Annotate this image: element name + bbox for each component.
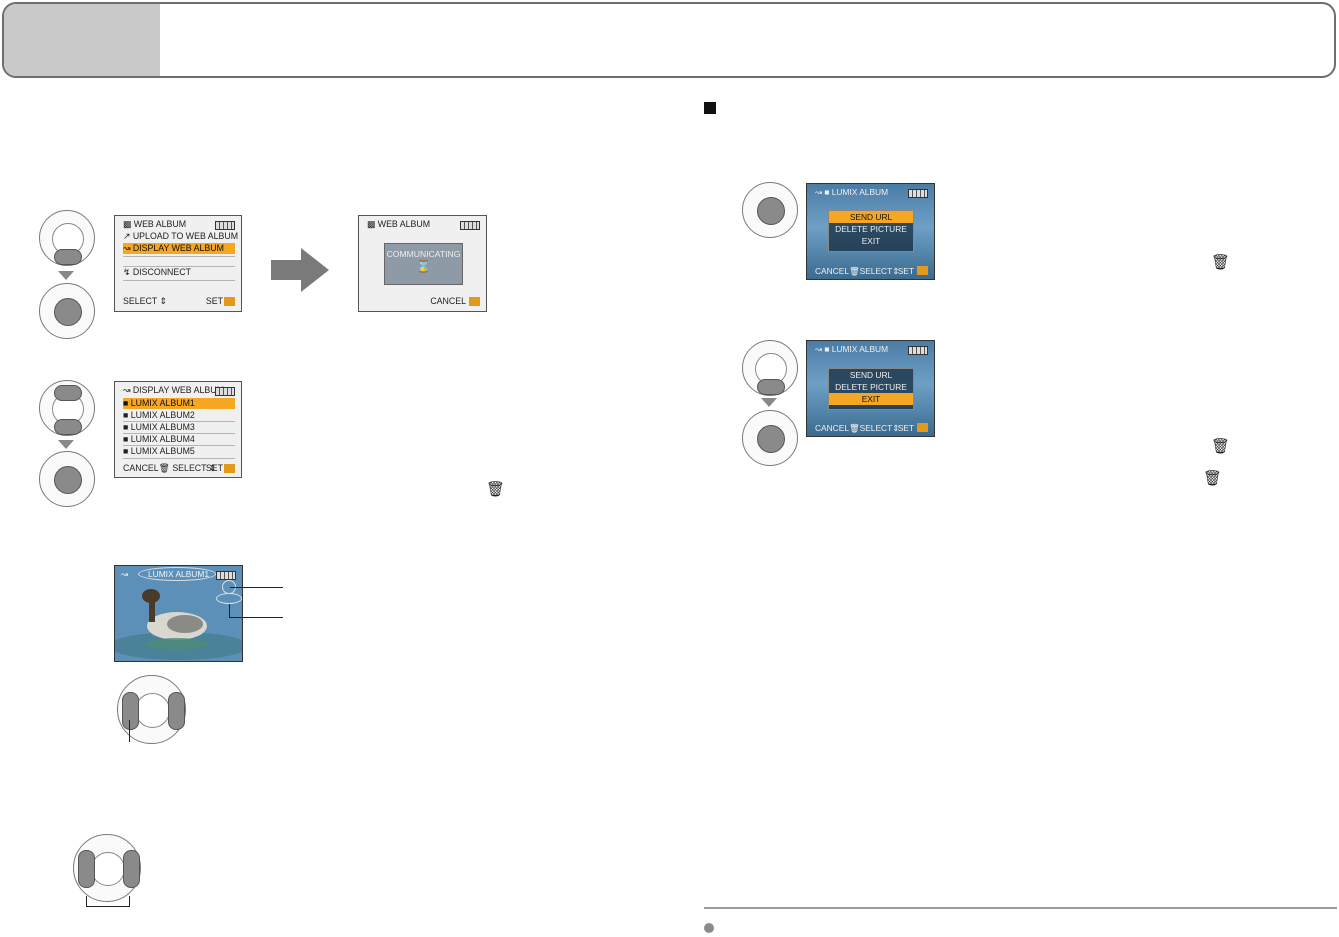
trash-icon: 🗑	[158, 463, 170, 473]
menu-item-delete: DELETE PICTURE	[835, 224, 907, 234]
menu-item-disconnect: ↯ DISCONNECT	[123, 267, 191, 277]
trash-icon: 🗑	[1211, 254, 1231, 271]
disconnect-icon: ↯	[123, 267, 131, 277]
header-tab	[4, 4, 160, 76]
lcd-title: ↝ ■ LUMIX ALBUM	[815, 187, 889, 197]
menu-set-icon	[224, 297, 235, 306]
updown-icon: ⇕	[159, 296, 167, 306]
battery-icon	[460, 221, 480, 230]
lock-icon: ■	[824, 187, 830, 197]
menu-item-send-url: SEND URL	[849, 370, 893, 380]
lcd-album-list: ↝ DISPLAY WEB ALBUM ■ LUMIX ALBUM1 ■ LUM…	[114, 381, 242, 478]
trash-icon: 🗑	[848, 423, 860, 433]
control-dial-set	[39, 283, 95, 339]
battery-icon	[908, 189, 928, 198]
control-dial-up-down	[742, 340, 798, 396]
menu-item-delete: DELETE PICTURE	[835, 382, 907, 392]
trash-icon: 🗑	[1203, 470, 1223, 487]
arrow-down-icon	[58, 271, 74, 280]
lock-icon: ■	[123, 446, 129, 456]
lcd-title: ↝ DISPLAY WEB ALBUM	[123, 385, 224, 395]
lcd-album-menu-send: ↝ ■ LUMIX ALBUM SEND URL DELETE PICTURE …	[806, 183, 935, 280]
battery-icon	[908, 346, 928, 355]
menu-item-exit: EXIT	[829, 393, 913, 405]
battery-icon	[216, 571, 236, 580]
lock-icon: ■	[123, 434, 129, 444]
menu-item-display: ↝ DISPLAY WEB ALBUM	[123, 243, 235, 254]
lock-icon: ■	[123, 398, 129, 408]
trash-icon: 🗑	[848, 266, 860, 276]
hourglass-icon: ⌛	[416, 259, 431, 273]
overlay-menu: SEND URL DELETE PICTURE EXIT	[828, 368, 914, 410]
album-item: ■ LUMIX ALBUM4	[123, 434, 195, 444]
trash-icon: 🗑	[1211, 438, 1231, 455]
lcd-footer: CANCEL	[430, 296, 466, 306]
album-book-icon: ▩	[123, 219, 132, 229]
communicating-dialog: COMMUNICATING ⌛	[384, 243, 463, 285]
control-dial-set	[742, 182, 798, 238]
page-header	[2, 2, 1336, 78]
lcd-footer: CANCEL🗑SELECT⇕ SET	[815, 423, 928, 434]
arrow-down-icon	[58, 440, 74, 449]
battery-icon	[215, 221, 235, 230]
arrow-down-icon	[761, 398, 777, 407]
menu-item-send-url: SEND URL	[829, 211, 913, 223]
display-icon: ↝	[121, 569, 129, 579]
control-dial-left-right	[117, 675, 186, 744]
menu-set-icon	[469, 297, 480, 306]
battery-icon	[215, 387, 235, 396]
lcd-footer: CANCEL🗑 SELECT ⇕ SET	[123, 463, 235, 474]
lock-icon: ■	[123, 422, 129, 432]
control-dial-left-right	[73, 834, 141, 902]
album-book-icon: ▩	[367, 219, 376, 229]
arrow-right-icon	[271, 248, 329, 292]
updown-icon: ⇕	[208, 463, 217, 473]
lcd-title: ↝ ■ LUMIX ALBUM	[815, 344, 889, 354]
overlay-menu: SEND URL DELETE PICTURE EXIT	[828, 210, 914, 252]
counter-icon	[216, 593, 242, 604]
album-item: ■ LUMIX ALBUM3	[123, 422, 195, 432]
lcd-footer: CANCEL🗑SELECT⇕ SET	[815, 266, 928, 277]
section-marker-icon	[704, 102, 716, 114]
menu-item-exit: EXIT	[861, 236, 881, 246]
callout-line	[229, 617, 283, 618]
lcd-photo-playback: ↝ LUMIX ALBUM1	[114, 565, 243, 662]
album-item: ■ LUMIX ALBUM5	[123, 446, 195, 456]
menu-set-icon	[917, 266, 928, 275]
updown-icon: ⇕	[892, 266, 900, 276]
lock-icon: ■	[824, 344, 830, 354]
display-icon: ↝	[815, 187, 823, 197]
lcd-title: ▩ WEB ALBUM	[123, 219, 187, 229]
album-item: ■ LUMIX ALBUM2	[123, 410, 195, 420]
menu-item-upload: ↗ UPLOAD TO WEB ALBUM	[123, 231, 239, 241]
lcd-title: ↝	[121, 569, 128, 579]
control-dial-up-down	[39, 380, 95, 436]
lock-icon: ■	[123, 410, 129, 420]
callout-line	[129, 720, 130, 742]
lcd-communicating: ▩ WEB ALBUM COMMUNICATING ⌛ CANCEL	[358, 215, 487, 312]
updown-icon: ⇕	[892, 423, 900, 433]
control-dial-set	[742, 410, 798, 466]
trash-icon: 🗑	[486, 481, 506, 498]
lcd-title: ▩ WEB ALBUM	[367, 219, 431, 229]
callout-line	[230, 587, 283, 588]
bracket-line	[86, 896, 130, 907]
upload-icon: ↗	[123, 231, 131, 241]
menu-set-icon	[224, 464, 235, 473]
control-dial-up-down	[39, 210, 95, 266]
lcd-web-album-menu: ▩ WEB ALBUM ↗ UPLOAD TO WEB ALBUM ↝ DISP…	[114, 215, 242, 312]
callout-line	[229, 604, 230, 618]
lcd-album-menu-exit: ↝ ■ LUMIX ALBUM SEND URL DELETE PICTURE …	[806, 340, 935, 437]
bullet-icon	[704, 923, 714, 933]
album-item: ■ LUMIX ALBUM1	[123, 398, 235, 409]
display-icon: ↝	[123, 243, 131, 253]
note-divider	[704, 907, 1337, 909]
lcd-footer: SELECT ⇕ SET	[123, 296, 235, 307]
control-dial-set	[39, 451, 95, 507]
highlight-ellipse	[138, 567, 216, 581]
display-icon: ↝	[123, 385, 131, 395]
display-icon: ↝	[815, 344, 823, 354]
menu-set-icon	[917, 423, 928, 432]
duck-photo	[115, 566, 242, 661]
